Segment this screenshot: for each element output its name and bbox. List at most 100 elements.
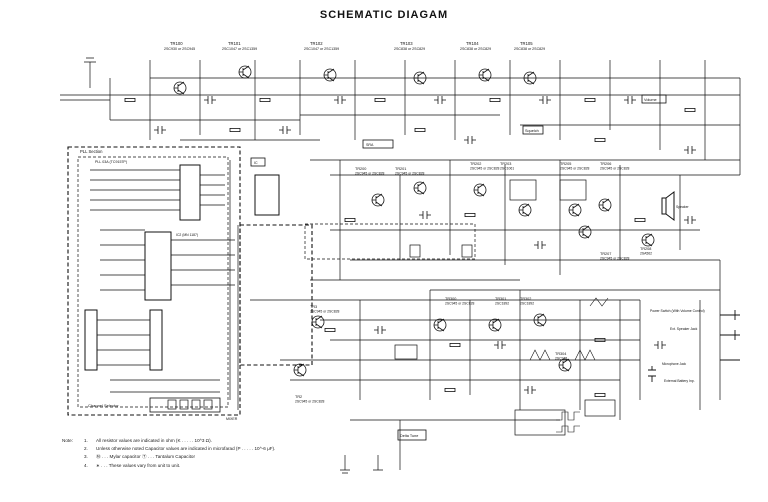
transistor-ref-label: TR200: [355, 167, 366, 171]
note-index: 3.: [84, 454, 88, 460]
page-title: SCHEMATIC DIAGAM: [319, 9, 449, 21]
note-heading: [62, 453, 80, 461]
transistor-part-label: 2SC1892: [495, 302, 509, 306]
transistor-symbol: [518, 203, 532, 217]
transistor-part-label: 2SC1892: [520, 302, 534, 306]
capacitor-symbol: [534, 241, 546, 249]
transistor-ref-label: TR302: [520, 297, 531, 301]
transistor-part-label: 2SC838 or 2SC829: [514, 47, 545, 51]
resistor-symbol: [594, 137, 606, 142]
transistor-symbol: [311, 315, 325, 329]
transistor-part-label: 2SC945 or 2SC828: [600, 167, 630, 171]
block-label-pll-section: PLL Section: [80, 149, 103, 154]
transistor-part-label: 2SC838 or 2SC829: [460, 47, 491, 51]
block-label-delta-tune: Delta Tune: [400, 434, 418, 438]
resistor-symbol: [259, 98, 271, 103]
note-heading: [62, 445, 80, 453]
transistor-symbol: [478, 68, 492, 82]
block-label-power-switch: Power Switch (With Volume Control): [650, 309, 705, 313]
transistor-part-label: 2SC930 or 2SC945: [164, 47, 195, 51]
transistor-part-label: 2SC945 or 2SC828: [560, 167, 590, 171]
pll-inner-box: [77, 156, 229, 408]
transistor-ref-label: TR207: [600, 252, 611, 256]
resistor-symbol: [229, 127, 241, 132]
capacitor-symbol: [624, 96, 636, 104]
transistor-ref-label: TR101: [228, 41, 241, 46]
note-text: Ⓜ . . . Mylar capacitor Ⓣ . . . Tantalum…: [96, 454, 195, 460]
capacitor-symbol: [434, 96, 446, 104]
transistor-part-label: 2SC945 or 2SC828: [295, 400, 325, 404]
capacitor-symbol: [419, 211, 431, 219]
transistor-ref-label: TR206: [600, 162, 611, 166]
transistor-symbol: [523, 71, 537, 85]
transistor-ref-label: TR202: [470, 162, 481, 166]
block-label-speaker: Speaker: [676, 205, 689, 209]
transistor-symbol: [323, 68, 337, 82]
note-index: 4.: [84, 462, 88, 468]
note-row: 2.Unless otherwise noted Capacitor value…: [62, 445, 362, 453]
block-label-mic-jack: Microphone Jack: [662, 362, 687, 366]
ic2-body: [144, 231, 172, 301]
transistor-ref-label: TR301: [495, 297, 506, 301]
transistor-ref-label: TR100: [170, 41, 183, 46]
resistor-symbol: [684, 108, 696, 113]
transistor-ref-label: TR105: [520, 41, 533, 46]
transistor-part-label: 2SC1061: [500, 167, 514, 171]
transistor-part-label: 2SC945: [555, 357, 567, 361]
resistor-symbol: [594, 337, 606, 342]
transistor-symbol: [433, 318, 447, 332]
schematic-notes: Note:1.All resistor values are indicated…: [62, 437, 362, 470]
note-text: All resistor values are indicated in ohm…: [96, 438, 212, 443]
delta-tune-box: [397, 429, 427, 441]
capacitor-symbol: [494, 341, 506, 349]
sra-box: [362, 139, 394, 149]
transistor-symbol: [473, 183, 487, 197]
transistor-symbol: [598, 198, 612, 212]
transistor-part-label: 2SC838 or 2SC829: [394, 47, 425, 51]
resistor-symbol: [374, 98, 386, 103]
capacitor-symbol: [654, 341, 666, 349]
resistor-symbol: [444, 387, 456, 392]
transistor-part-label: 2SC1047 or 2SC1359: [304, 47, 339, 51]
resistor-symbol: [584, 98, 596, 103]
capacitor-symbol: [684, 146, 696, 154]
block-label-external-battery: External Battery Inp.: [664, 379, 695, 383]
transistor-symbol: [568, 203, 582, 217]
capacitor-symbol: [524, 386, 536, 394]
transistor-symbol: [533, 313, 547, 327]
note-text: Unless otherwise noted Capacitor values …: [96, 446, 276, 452]
block-label-ext-speaker: Ext. Speaker Jack: [670, 327, 698, 331]
note-heading: Note:: [62, 438, 73, 443]
transistor-symbol: [371, 193, 385, 207]
resistor-symbol: [124, 98, 136, 103]
pll-section-box: [67, 146, 241, 416]
resistor-symbol: [449, 342, 461, 347]
transistor-ref-label: TR102: [310, 41, 323, 46]
transistor-symbol: [641, 233, 655, 247]
capacitor-symbol: [154, 126, 166, 134]
transistor-ref-label: TR205: [560, 162, 571, 166]
resistor-symbol: [634, 217, 646, 222]
block-label-mixer: MIXER: [226, 417, 238, 421]
resistor-symbol: [414, 127, 426, 132]
capacitor-symbol: [279, 126, 291, 134]
transistor-part-label: 2SC945 or 2SC828: [445, 302, 475, 306]
block-label-sra: SRA: [366, 143, 374, 147]
transistor-symbol: [173, 81, 187, 95]
transistor-ref-label: TR201: [395, 167, 406, 171]
transistor-part-label: 2SC945 or 2SC828: [355, 172, 385, 176]
component-symbols: [124, 65, 696, 397]
block-label-channel-selector: Channel Selector: [88, 403, 119, 408]
transistor-symbol: [488, 318, 502, 332]
transistor-ref-label: TR2: [295, 395, 302, 399]
transistor-ref-label: TR300: [445, 297, 456, 301]
transistor-part-label: 2SA562: [640, 252, 652, 256]
wiring: [60, 57, 741, 474]
transistor-part-label: 2SC945 or 2SC828: [470, 167, 500, 171]
block-label-squelch: Squelch: [525, 129, 539, 133]
transistor-symbol: [558, 358, 572, 372]
transistor-part-label: 2SC1047 or 2SC1359: [222, 47, 257, 51]
